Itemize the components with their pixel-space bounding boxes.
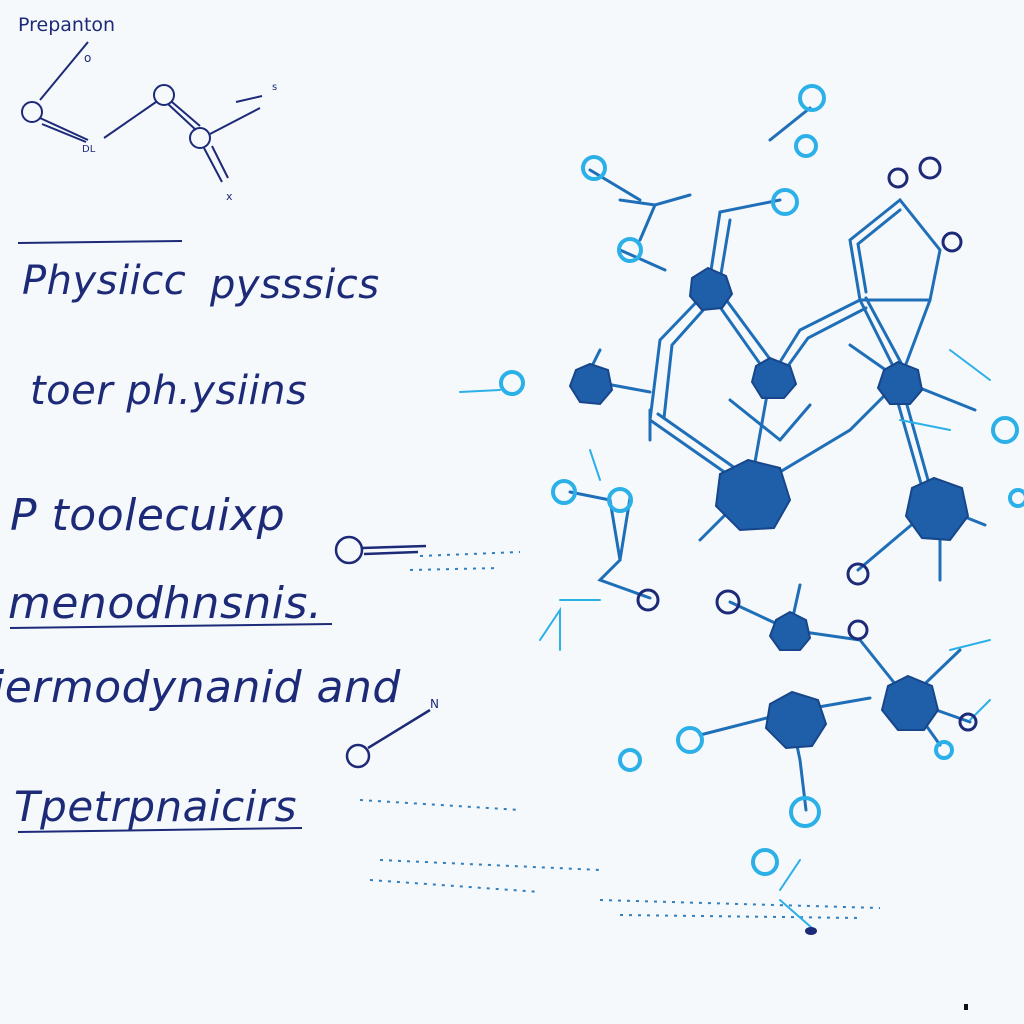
top-left-molecule bbox=[21, 41, 263, 183]
note-line-3: toer ph.ysiins bbox=[30, 368, 308, 414]
note-line-physics-2: pysssics bbox=[210, 262, 380, 308]
label-s: s bbox=[272, 82, 277, 93]
dark-atoms bbox=[568, 266, 970, 750]
mid-left-bonds bbox=[334, 535, 431, 769]
atom-4 bbox=[876, 360, 924, 405]
atom-1 bbox=[688, 266, 734, 312]
note-line-7: Tpetrpnaicirs bbox=[14, 782, 297, 831]
atom-3 bbox=[750, 356, 798, 399]
note-line-4: P toolecuixp bbox=[10, 490, 286, 541]
outline-atoms bbox=[636, 156, 978, 732]
label-x: x bbox=[226, 190, 233, 203]
label-mid-n: N bbox=[430, 697, 439, 711]
label-o: o bbox=[84, 51, 91, 65]
atom-7 bbox=[768, 610, 812, 651]
atom-6 bbox=[904, 476, 970, 542]
ink-dot bbox=[805, 927, 817, 935]
note-line-5: menodhnsnis. bbox=[8, 578, 323, 629]
label-dl: DL bbox=[82, 144, 96, 155]
note-line-physics-1: Physiicc bbox=[22, 258, 187, 304]
hollow-atoms bbox=[499, 84, 1024, 876]
underlines bbox=[9, 240, 333, 833]
notes-title: Prepanton bbox=[18, 14, 116, 36]
dotted-hatching bbox=[359, 551, 881, 919]
note-line-6: jermodynanid and bbox=[0, 662, 401, 713]
atom-9 bbox=[880, 674, 940, 731]
atom-5 bbox=[714, 458, 792, 532]
atom-2 bbox=[568, 362, 614, 406]
light-strokes bbox=[459, 349, 991, 929]
pen-mark bbox=[964, 1004, 968, 1010]
atom-8 bbox=[764, 690, 828, 750]
